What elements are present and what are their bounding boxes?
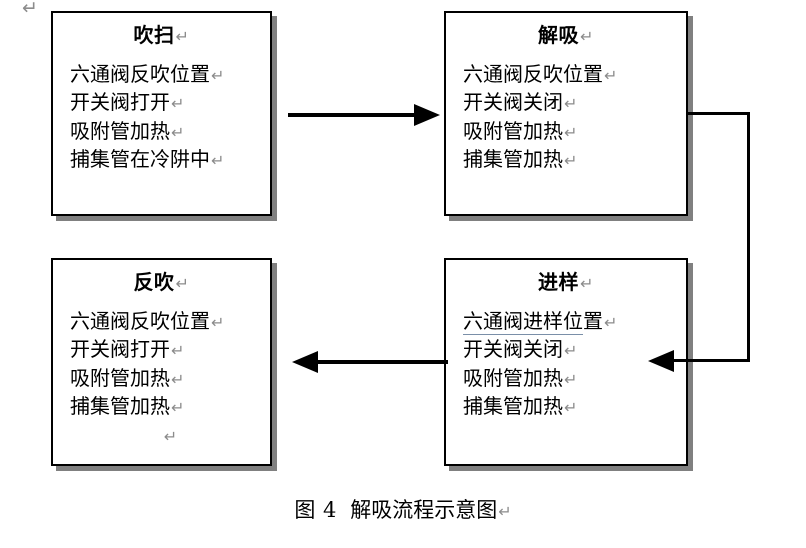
paragraph-mark: ↵ <box>564 94 578 114</box>
process-step-text: 捕集管在冷阱中 <box>70 147 210 172</box>
paragraph-mark: ↵ <box>564 341 578 361</box>
connector-injection-to-backflush-line <box>318 360 448 364</box>
process-step: 六通阀反吹位置↵ <box>70 307 270 335</box>
process-step: 开关阀关闭↵ <box>463 88 686 116</box>
process-step-text: 六通阀反吹位置 <box>463 62 603 86</box>
paragraph-mark: ↵ <box>163 426 178 446</box>
paragraph-mark: ↵ <box>171 398 185 418</box>
process-box-lines: 六通阀进样位置↵ 开关阀关闭↵ 吸附管加热↵ 捕集管加热↵ <box>446 307 686 421</box>
process-step-text: 开关阀关闭 <box>463 90 563 115</box>
connector-desorption-to-injection-segment-top <box>688 112 750 115</box>
paragraph-mark: ↵ <box>211 313 225 332</box>
process-step-text-underlined: 六通阀进样位 <box>463 309 583 335</box>
paragraph-mark: ↵ <box>564 122 578 142</box>
process-box-lines: 六通阀反吹位置↵ 开关阀打开↵ 吸附管加热↵ 捕集管在冷阱中↵ <box>53 60 270 174</box>
paragraph-mark: ↵ <box>604 313 618 332</box>
paragraph-mark: ↵ <box>171 94 185 114</box>
empty-paragraph: ↵ <box>70 421 270 449</box>
process-step: 开关阀打开↵ <box>70 88 270 116</box>
arrow-right-icon <box>414 104 440 126</box>
paragraph-mark: ↵ <box>604 66 618 85</box>
paragraph-mark: ↵ <box>175 274 190 293</box>
paragraph-mark: ↵ <box>171 341 185 361</box>
connector-desorption-to-injection-segment-vertical <box>747 112 750 362</box>
figure-caption-text: 解吸流程示意图 <box>350 498 498 522</box>
process-step-text: 吸附管加热 <box>70 118 170 143</box>
paragraph-mark: ↵ <box>171 369 185 389</box>
process-box-lines: 六通阀反吹位置↵ 开关阀关闭↵ 吸附管加热↵ 捕集管加热↵ <box>446 60 686 174</box>
process-step: 捕集管加热↵ <box>463 145 686 173</box>
arrow-left-icon <box>292 351 318 373</box>
process-box-backflush: 反吹↵ 六通阀反吹位置↵ 开关阀打开↵ 吸附管加热↵ 捕集管加热↵ ↵ <box>51 258 272 466</box>
process-step: 六通阀进样位置↵ <box>463 307 686 335</box>
process-step: 六通阀反吹位置↵ <box>70 60 270 88</box>
process-step: 吸附管加热↵ <box>463 117 686 145</box>
process-step-text: 捕集管加热 <box>463 147 563 172</box>
process-step-text: 捕集管加热 <box>463 394 563 419</box>
process-box-title: 进样↵ <box>446 269 686 296</box>
process-box-title-text: 解吸 <box>538 23 580 47</box>
process-step-text-tail: 置 <box>583 309 603 333</box>
process-step-text: 吸附管加热 <box>463 365 563 390</box>
process-box-purge: 吹扫↵ 六通阀反吹位置↵ 开关阀打开↵ 吸附管加热↵ 捕集管在冷阱中↵ <box>51 11 272 216</box>
process-step: 吸附管加热↵ <box>70 117 270 145</box>
process-box-lines: 六通阀反吹位置↵ 开关阀打开↵ 吸附管加热↵ 捕集管加热↵ ↵ <box>53 307 270 449</box>
process-step-text: 六通阀反吹位置 <box>70 309 210 333</box>
process-box-desorption: 解吸↵ 六通阀反吹位置↵ 开关阀关闭↵ 吸附管加热↵ 捕集管加热↵ <box>444 11 688 216</box>
process-box-title: 吹扫↵ <box>53 22 270 49</box>
process-step-text: 吸附管加热 <box>70 365 170 390</box>
process-step-text: 开关阀打开 <box>70 337 170 362</box>
process-step: 开关阀打开↵ <box>70 335 270 363</box>
process-box-title-text: 反吹 <box>133 270 175 294</box>
process-step-text: 吸附管加热 <box>463 118 563 143</box>
process-step: 捕集管在冷阱中↵ <box>70 145 270 173</box>
stray-paragraph-mark: ↵ <box>22 0 38 19</box>
process-step: 捕集管加热↵ <box>70 392 270 420</box>
paragraph-mark: ↵ <box>211 66 225 85</box>
process-step-text: 开关阀打开 <box>70 90 170 115</box>
process-box-title-text: 进样 <box>538 270 580 294</box>
paragraph-mark: ↵ <box>580 27 594 46</box>
process-step: 吸附管加热↵ <box>70 364 270 392</box>
arrow-left-icon <box>648 350 674 372</box>
process-step-text: 捕集管加热 <box>70 394 170 419</box>
connector-purge-to-desorption-line <box>288 113 418 117</box>
process-box-title-text: 吹扫 <box>133 23 175 47</box>
paragraph-mark: ↵ <box>175 27 190 46</box>
process-step-text: 六通阀反吹位置 <box>70 62 210 86</box>
process-box-injection: 进样↵ 六通阀进样位置↵ 开关阀关闭↵ 吸附管加热↵ 捕集管加热↵ <box>444 258 688 466</box>
process-box-title: 解吸↵ <box>446 22 686 49</box>
process-step: 吸附管加热↵ <box>463 364 686 392</box>
process-step: 捕集管加热↵ <box>463 392 686 420</box>
process-box-title: 反吹↵ <box>53 269 270 296</box>
connector-desorption-to-injection-segment-bottom <box>672 359 750 362</box>
paragraph-mark: ↵ <box>498 502 512 521</box>
process-step-text: 开关阀关闭 <box>463 337 563 362</box>
paragraph-mark: ↵ <box>171 122 185 142</box>
paragraph-mark: ↵ <box>564 398 578 418</box>
paragraph-mark: ↵ <box>564 151 578 171</box>
process-step: 六通阀反吹位置↵ <box>463 60 686 88</box>
paragraph-mark: ↵ <box>564 369 578 389</box>
figure-caption: 图 4 解吸流程示意图↵ <box>0 497 806 523</box>
paragraph-mark: ↵ <box>580 274 594 293</box>
paragraph-mark: ↵ <box>211 151 225 171</box>
figure-number: 图 4 <box>294 498 337 522</box>
process-step: 开关阀关闭↵ <box>463 335 686 363</box>
